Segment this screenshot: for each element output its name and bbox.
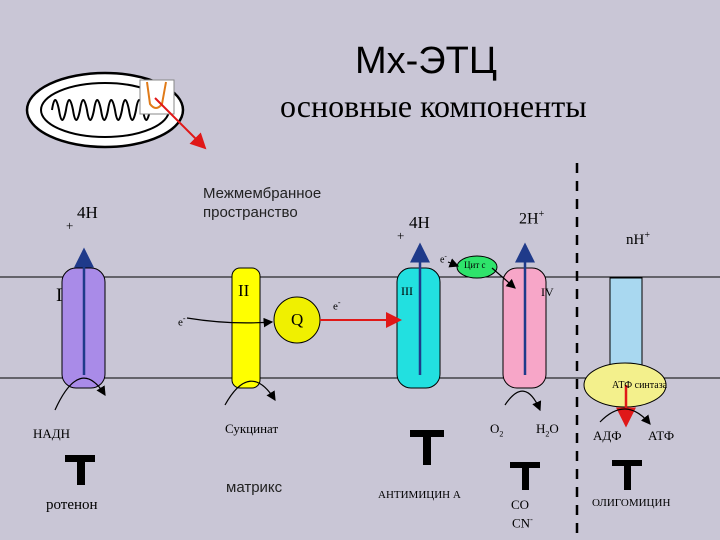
adp-atp-arrow (599, 408, 651, 425)
matrix-label: матрикс (226, 479, 283, 496)
proton-plus-i: + (66, 218, 74, 233)
complex-i-label: I (56, 285, 63, 306)
electron-2-text: e (333, 300, 338, 313)
rotenone-block-icon (65, 455, 95, 485)
o2-label: O2 (490, 421, 503, 439)
intermembrane-label-line1: Межмембранное (203, 185, 322, 202)
proton-nh-sup: + (644, 230, 650, 241)
zoom-arrow (154, 97, 207, 150)
h2o-h: H (536, 421, 546, 436)
electron-label-1: e- (178, 314, 186, 329)
page-subtitle: основные компоненты (280, 88, 587, 124)
co-label: CO (511, 497, 530, 512)
atp-synthase-label: АТФ синтаза (612, 380, 668, 391)
h2o-o: O (549, 421, 559, 436)
electron-arrow-1 (186, 317, 274, 328)
proton-2h-iv: 2H+ (519, 209, 544, 228)
page-title: Мх-ЭТЦ (355, 40, 497, 82)
proton-2h-iv-sup: + (538, 209, 545, 220)
adp-label: АДФ (593, 428, 622, 443)
nadh-arrow (54, 377, 106, 411)
cn-sup: - (530, 515, 533, 524)
complex-iii (396, 267, 441, 389)
proton-nh: nH+ (626, 230, 650, 249)
electron-arrow-cytc (447, 258, 460, 268)
complex-ii (231, 267, 261, 389)
electron-1-sup: - (182, 314, 186, 323)
co-cn-block-icon (510, 462, 540, 490)
complex-ii-label: II (238, 281, 250, 300)
o2-sub: 2 (499, 429, 504, 439)
proton-nh-text: nH (626, 232, 645, 248)
nadh-label: НАДН (33, 426, 71, 441)
electron-arrow-cytc-iv (491, 267, 516, 289)
succinate-label: Сукцинат (225, 421, 279, 436)
mitochondrion-icon (25, 71, 185, 149)
o2-text: O (490, 421, 500, 436)
antimycin-block-icon (410, 430, 444, 465)
proton-4h-iii: 4H (409, 213, 430, 232)
cn-text: CN (512, 515, 531, 531)
electron-1-text: e (178, 316, 183, 329)
oligomycin-block-icon (612, 460, 642, 490)
intermembrane-label-line2: пространство (203, 204, 298, 221)
rotenone-label: ротенон (46, 497, 98, 513)
proton-2h-iv-text: 2H (519, 210, 539, 228)
complex-iv-label: IV (541, 285, 554, 299)
proton-plus-iii: + (397, 228, 405, 243)
complex-iii-label: III (401, 284, 413, 298)
electron-2-sup: - (337, 298, 341, 307)
electron-label-2: e- (333, 298, 341, 313)
electron-3-sup: - (444, 252, 447, 260)
electron-3-text: e (440, 254, 445, 266)
o2-h2o-arrow (504, 390, 542, 412)
atp-label: АТФ (648, 428, 675, 443)
h2o-sub: 2 (545, 429, 550, 439)
h2o-label: H2O (536, 421, 559, 439)
antimycin-label: АНТИМИЦИН А (378, 489, 461, 501)
proton-4h-i: 4H (77, 203, 98, 222)
cytochrome-c-label: Цит с (464, 260, 486, 270)
succinate-arrow (224, 380, 276, 406)
electron-label-3: e- (440, 252, 447, 265)
cn-label: CN- (512, 515, 533, 531)
q-label: Q (291, 310, 304, 329)
oligomycin-label: ОЛИГОМИЦИН (592, 497, 671, 509)
intermembrane-label: Межмембранное пространство (203, 184, 321, 222)
